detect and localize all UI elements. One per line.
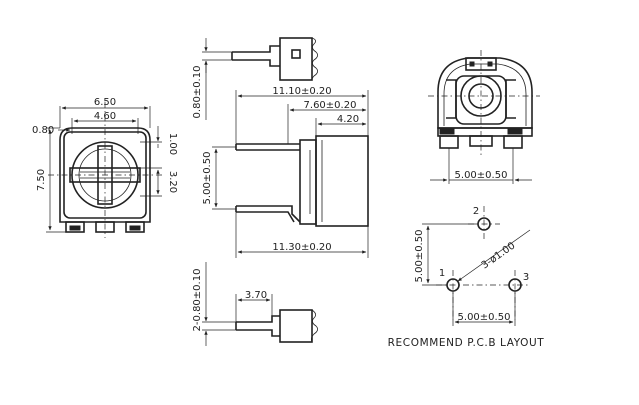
- side-top-lead-thickness-label: 0.80±0.10: [192, 66, 203, 119]
- pcb-horizontal-spacing-label: 5.00±0.50: [458, 312, 511, 323]
- side-bottom-lead-thickness-label: 2-0.80±0.10: [192, 269, 203, 332]
- front-width-inner-label: 4.60: [94, 111, 116, 122]
- front-slot-height-label: 3.20: [167, 171, 178, 193]
- side-length-total-top-label: 11.10±0.20: [272, 86, 331, 97]
- back-view: 5.00±0.50: [428, 50, 540, 184]
- back-lead-spacing-label: 5.00±0.50: [455, 170, 508, 181]
- pcb-hole-callout: 3-ø1.00: [480, 240, 518, 271]
- pcb-pin-1-label: 1: [439, 268, 445, 279]
- pcb-pin-3-label: 3: [523, 272, 529, 283]
- side-lead-spacing-label: 5.00±0.50: [202, 152, 213, 205]
- pcb-layout: 1 2 3 3-ø1.00 5.00±0.50 5.00±0.50 RECOMM…: [388, 206, 545, 349]
- pcb-pin-2-label: 2: [473, 206, 479, 217]
- side-body-length-label: 7.60±0.20: [304, 100, 357, 111]
- pcb-layout-caption: RECOMMEND P.C.B LAYOUT: [388, 337, 545, 349]
- front-slot-top-label: 1.00: [167, 133, 178, 155]
- front-height-label: 7.50: [36, 169, 47, 191]
- front-left-offset-label: 0.80: [32, 125, 54, 136]
- pcb-vertical-spacing-label: 5.00±0.50: [414, 230, 425, 283]
- side-length-total-bottom-label: 11.30±0.20: [272, 242, 331, 253]
- front-width-outer-label: 6.50: [94, 97, 116, 108]
- side-view: 0.80±0.10 11.10±0.20 7.60±0.20 4.20 5.00…: [192, 37, 369, 346]
- front-view: 6.50 4.60 0.80 7.50 1.00 3.20: [32, 97, 178, 238]
- side-body-depth-label: 4.20: [337, 114, 359, 125]
- side-bottom-lead-length-label: 3.70: [245, 290, 267, 301]
